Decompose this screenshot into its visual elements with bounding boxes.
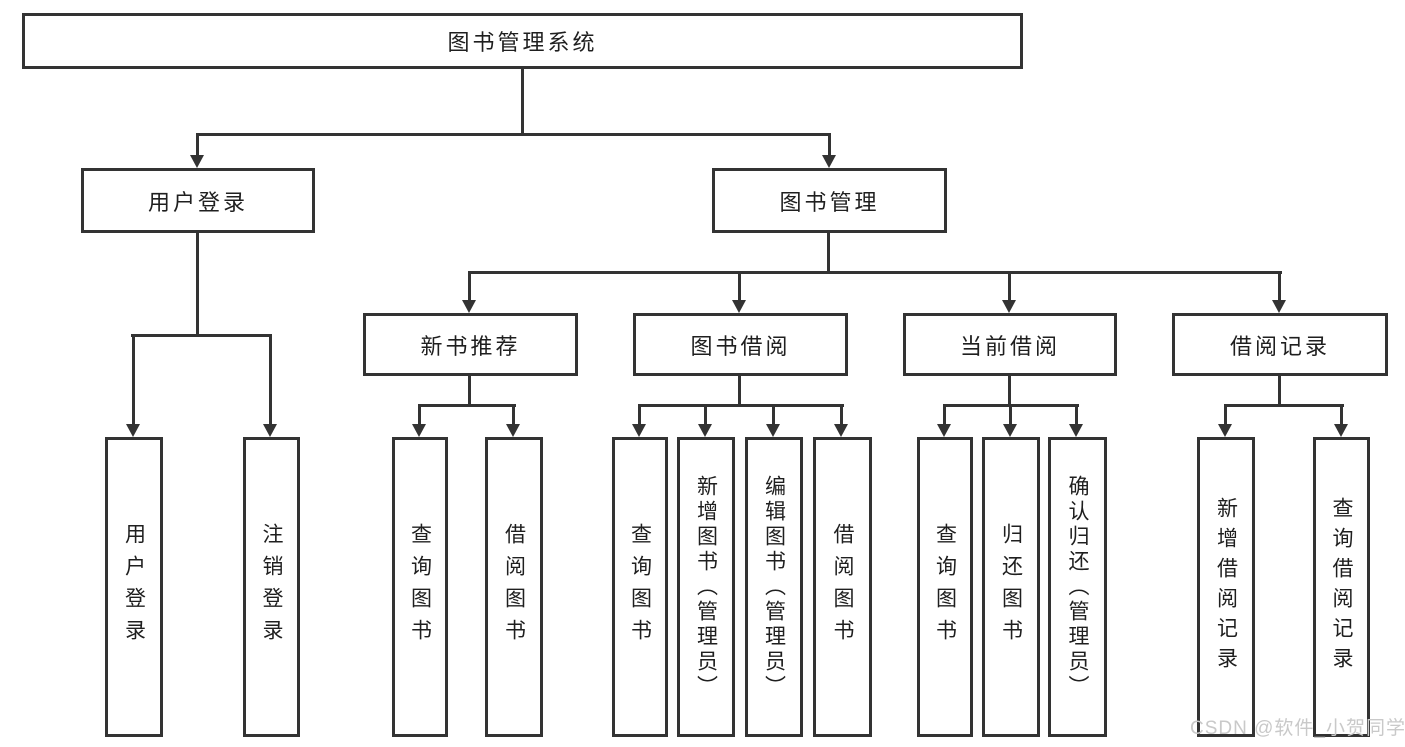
node-user-login: 用户登录 bbox=[81, 168, 315, 233]
connector-user-login-horizontal bbox=[131, 334, 272, 337]
arrow-to-leaf-logout bbox=[263, 335, 278, 437]
arrow-bb-borrow-books bbox=[834, 405, 849, 437]
leaf-br-query-record: 查询借阅记录 bbox=[1313, 437, 1370, 737]
arrow-to-book-borrowing bbox=[732, 272, 747, 313]
node-borrowing-records: 借阅记录 bbox=[1172, 313, 1388, 376]
connector-borrowing-records-stem bbox=[1278, 376, 1281, 406]
arrow-to-new-book-recommend bbox=[462, 272, 477, 313]
arrow-to-leaf-user-login bbox=[126, 335, 141, 437]
connector-new-book-recommend-horizontal bbox=[418, 404, 516, 407]
connector-borrowing-records-horizontal bbox=[1224, 404, 1344, 407]
leaf-user-login: 用户登录 bbox=[105, 437, 163, 737]
arrow-bb-query-books bbox=[632, 405, 647, 437]
arrow-cb-return-books bbox=[1003, 405, 1018, 437]
leaf-bb-query-books: 查询图书 bbox=[612, 437, 668, 737]
connector-book-borrowing-horizontal bbox=[638, 404, 844, 407]
arrow-cb-confirm-return bbox=[1069, 405, 1084, 437]
node-current-borrowing: 当前借阅 bbox=[903, 313, 1117, 376]
node-library-management-system: 图书管理系统 bbox=[22, 13, 1023, 69]
arrow-nbr-query-books bbox=[412, 405, 427, 437]
leaf-bb-add-books-admin: 新增图书（管理员） bbox=[677, 437, 735, 737]
connector-current-borrowing-stem bbox=[1008, 376, 1011, 406]
leaf-cb-query-books: 查询图书 bbox=[917, 437, 973, 737]
leaf-cb-return-books: 归还图书 bbox=[982, 437, 1040, 737]
node-new-book-recommend: 新书推荐 bbox=[363, 313, 578, 376]
arrow-to-current-borrowing bbox=[1002, 272, 1017, 313]
connector-level3-horizontal bbox=[468, 271, 1282, 274]
node-book-management: 图书管理 bbox=[712, 168, 947, 233]
connector-book-borrowing-stem bbox=[738, 376, 741, 406]
arrow-to-borrowing-records bbox=[1272, 272, 1287, 313]
leaf-nbr-query-books: 查询图书 bbox=[392, 437, 448, 737]
leaf-br-add-record: 新增借阅记录 bbox=[1197, 437, 1255, 737]
arrow-to-user-login bbox=[190, 134, 205, 168]
connector-root-stem bbox=[521, 68, 524, 135]
connector-book-management-stem bbox=[827, 233, 830, 273]
connector-user-login-stem bbox=[196, 233, 199, 335]
connector-root-horizontal bbox=[196, 133, 831, 136]
arrow-bb-add-books bbox=[698, 405, 713, 437]
leaf-bb-borrow-books: 借阅图书 bbox=[813, 437, 872, 737]
node-book-borrowing: 图书借阅 bbox=[633, 313, 848, 376]
leaf-bb-edit-books-admin: 编辑图书（管理员） bbox=[745, 437, 803, 737]
arrow-to-book-management bbox=[822, 134, 837, 168]
leaf-nbr-borrow-books: 借阅图书 bbox=[485, 437, 543, 737]
leaf-logout: 注销登录 bbox=[243, 437, 300, 737]
arrow-cb-query-books bbox=[937, 405, 952, 437]
connector-new-book-recommend-stem bbox=[468, 376, 471, 406]
leaf-cb-confirm-return-admin: 确认归还（管理员） bbox=[1048, 437, 1107, 737]
arrow-nbr-borrow-books bbox=[506, 405, 521, 437]
arrow-br-add-record bbox=[1218, 405, 1233, 437]
arrow-br-query-record bbox=[1334, 405, 1349, 437]
arrow-bb-edit-books bbox=[766, 405, 781, 437]
csdn-watermark: CSDN @软件_小贺同学 bbox=[1190, 718, 1405, 739]
